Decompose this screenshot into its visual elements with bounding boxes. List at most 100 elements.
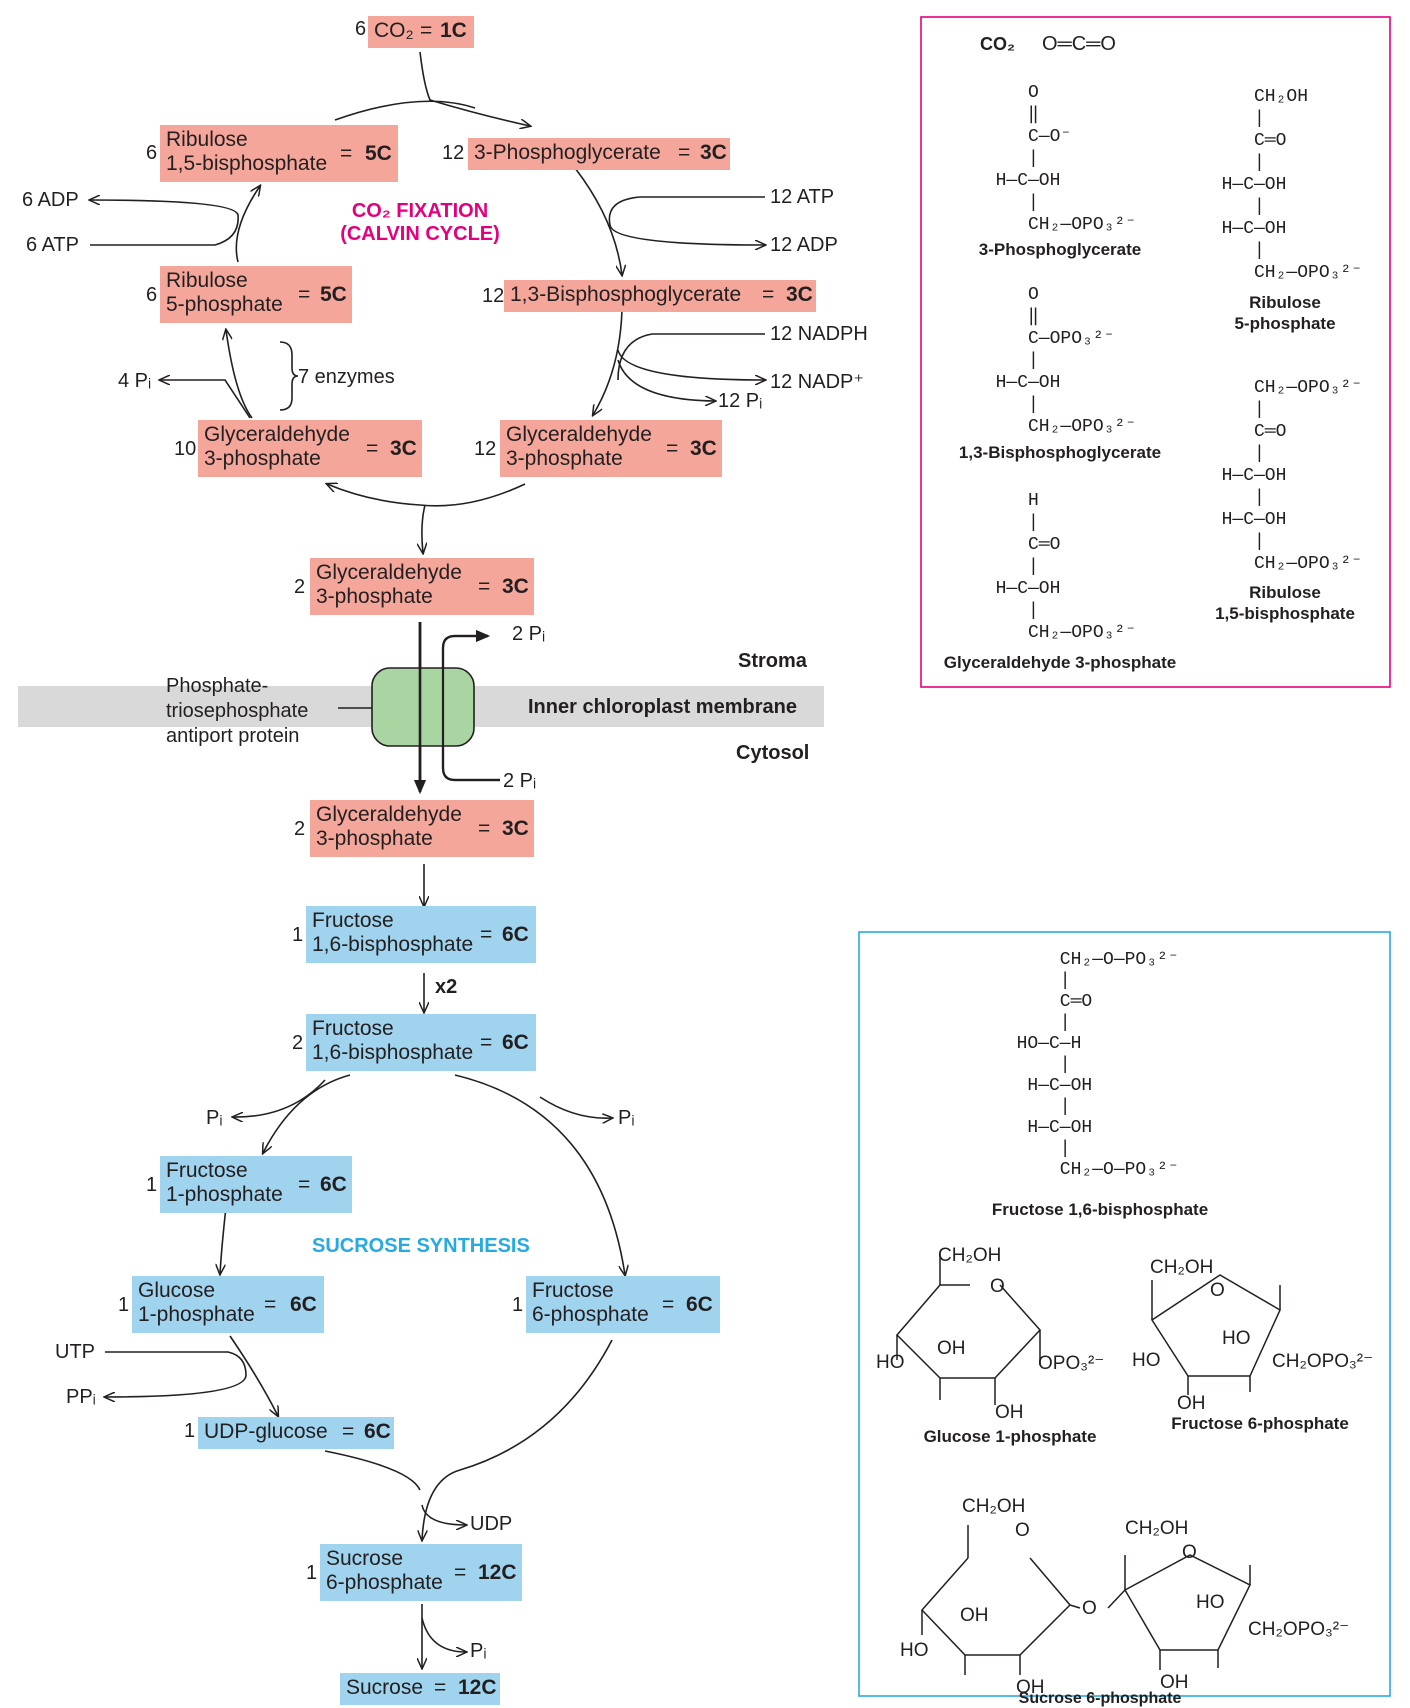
calvin-title-line1: CO₂ FIXATION xyxy=(351,200,489,222)
g3p-structure: H | C═O | H—C—OH | CH₂—OPO₃²⁻ xyxy=(995,491,1137,643)
g3p-struct-caption: Glyceraldehyde 3-phosphate xyxy=(943,653,1177,672)
f6p-oh3: OH xyxy=(1177,1393,1206,1414)
g3p-left-line1: Glyceraldehyde xyxy=(204,423,350,446)
g3p-stroma-line2: 3-phosphate xyxy=(316,585,433,608)
r5p-line1: Ribulose xyxy=(166,269,248,292)
antiport-protein xyxy=(371,667,475,747)
s6p-coef: 1 xyxy=(306,1562,318,1584)
s6p-bridge-o: O xyxy=(1082,1598,1097,1619)
co2-label: CO₂ xyxy=(374,19,414,42)
bpg-structure: O ‖ C—OPO₃²⁻ | H—C—OH | CH₂—OPO₃²⁻ xyxy=(995,285,1137,437)
pga-struct-caption: 3-Phosphoglycerate xyxy=(978,240,1142,259)
co2-carbon: 1C xyxy=(440,19,467,42)
pi-right-label: Pᵢ xyxy=(618,1107,635,1129)
nadp-label: 12 NADP⁺ xyxy=(770,371,864,393)
g3p-cytosol-line2: 3-phosphate xyxy=(316,827,433,850)
ppi-label: PPᵢ xyxy=(66,1386,96,1408)
g1p-ch2oh: CH₂OH xyxy=(938,1245,1002,1266)
pga-carbon: 3C xyxy=(700,141,727,164)
f6p-line2: 6-phosphate xyxy=(532,1303,649,1326)
sucrose-carbon: 12C xyxy=(458,1676,497,1699)
antiport-label: Phosphate- triosephosphate antiport prot… xyxy=(166,674,308,749)
rubp-coef: 6 xyxy=(146,142,158,164)
g3p-right-carbon: 3C xyxy=(690,437,717,460)
s6p-ho-fru: HO xyxy=(1196,1592,1225,1613)
f6p-box: Fructose 6-phosphate = 6C xyxy=(526,1276,720,1333)
r5p-carbon: 5C xyxy=(320,283,347,306)
udpg-box: UDP-glucose = 6C xyxy=(198,1417,394,1449)
udp-label: UDP xyxy=(470,1513,513,1535)
f1p-line1: Fructose xyxy=(166,1159,248,1182)
f6p-struct-caption: Fructose 6-phosphate xyxy=(1171,1414,1349,1433)
calvin-title-line2: (CALVIN CYCLE) xyxy=(340,223,500,245)
f6p-ho2: HO xyxy=(1132,1350,1161,1371)
bpg-carbon: 3C xyxy=(786,283,813,306)
udpg-name: UDP-glucose xyxy=(204,1420,328,1443)
f16bp2-box: Fructose 1,6-bisphosphate = 6C xyxy=(306,1014,536,1071)
bpg-coef: 12 xyxy=(482,285,505,307)
g3p-stroma-line1: Glyceraldehyde xyxy=(316,561,462,584)
f16bp2-line2: 1,6-bisphosphate xyxy=(312,1041,474,1064)
g3p-left-line2: 3-phosphate xyxy=(204,447,321,470)
rubp-line1: Ribulose xyxy=(166,128,248,151)
s6p-oh-glc3: OH xyxy=(960,1605,989,1626)
bpg-name: 1,3-Bisphosphoglycerate xyxy=(510,283,742,306)
rubp-caption-line1: Ribulose xyxy=(1249,583,1321,602)
antiport-line1: Phosphate- xyxy=(166,675,269,697)
rubp-structure: CH₂—OPO₃²⁻ | C═O | H—C—OH | H—C—OH | CH₂… xyxy=(1221,378,1363,574)
f6p-coef: 1 xyxy=(512,1294,524,1316)
r5p-caption-line1: Ribulose xyxy=(1249,293,1321,312)
f6p-carbon: 6C xyxy=(686,1293,713,1316)
f6p-ring-o: O xyxy=(1210,1280,1225,1301)
s6p-ring-o-glc: O xyxy=(1015,1520,1030,1541)
structure-panel-top xyxy=(920,16,1391,688)
pi-left-label: Pᵢ xyxy=(206,1107,223,1129)
g3p-right-line1: Glyceraldehyde xyxy=(506,423,652,446)
f16bp1-line1: Fructose xyxy=(312,909,394,932)
f16bp2-carbon: 6C xyxy=(502,1031,529,1054)
g1p-carbon: 6C xyxy=(290,1293,317,1316)
pga-box: 3-Phosphoglycerate = 3C xyxy=(468,138,730,170)
g3p-right-box: Glyceraldehyde 3-phosphate = 3C xyxy=(500,420,722,477)
g1p-ho: HO xyxy=(876,1352,905,1373)
f6p-ch2oh: CH₂OH xyxy=(1150,1257,1214,1278)
rubp-line2: 1,5-bisphosphate xyxy=(166,152,328,175)
sucrose-name: Sucrose xyxy=(346,1676,424,1699)
antiport-line3: antiport protein xyxy=(166,725,300,747)
g3p-stroma-carbon: 3C xyxy=(502,575,529,598)
s6p-ch2opo3: CH₂OPO₃²⁻ xyxy=(1248,1619,1350,1640)
nadph-label: 12 NADPH xyxy=(770,323,868,345)
r5p-coef: 6 xyxy=(146,284,158,306)
s6p-ring-o-fru: O xyxy=(1182,1542,1197,1563)
membrane-label: Inner chloroplast membrane xyxy=(528,696,797,718)
f16bp1-box: Fructose 1,6-bisphosphate = 6C xyxy=(306,906,536,963)
f16bp-structure: CH₂—O—PO₃²⁻ | C═O | HO—C—H | H—C—OH | H—… xyxy=(1016,950,1179,1180)
udpg-coef: 1 xyxy=(184,1420,196,1442)
bpg-box: 1,3-Bisphosphoglycerate = 3C xyxy=(504,280,816,312)
r5p-struct-caption: Ribulose 5-phosphate xyxy=(1200,292,1370,334)
pga-coef: 12 xyxy=(442,142,465,164)
atp6-label: 6 ATP xyxy=(26,234,79,256)
g3p-stroma-box: Glyceraldehyde 3-phosphate = 3C xyxy=(310,558,534,615)
sucrose-title: SUCROSE SYNTHESIS xyxy=(312,1235,530,1257)
g3p-left-box: Glyceraldehyde 3-phosphate = 3C xyxy=(198,420,422,477)
pga-name: 3-Phosphoglycerate xyxy=(474,141,661,164)
g1p-box: Glucose 1-phosphate = 6C xyxy=(132,1276,324,1333)
g3p-left-carbon: 3C xyxy=(390,437,417,460)
r5p-structure: CH₂OH | C═O | H—C—OH | H—C—OH | CH₂—OPO₃… xyxy=(1221,87,1363,283)
co2-struct-name: CO₂ xyxy=(980,34,1015,54)
g3p-right-line2: 3-phosphate xyxy=(506,447,623,470)
stroma-label: Stroma xyxy=(738,650,807,672)
antiport-line2: triosephosphate xyxy=(166,700,309,722)
structure-panel-bottom xyxy=(858,931,1391,1697)
s6p-ch2oh-fru: CH₂OH xyxy=(1125,1518,1189,1539)
pi-top-label: 2 Pᵢ xyxy=(512,623,546,645)
f6p-ch2opo3: CH₂OPO₃²⁻ xyxy=(1272,1351,1374,1372)
f1p-line2: 1-phosphate xyxy=(166,1183,283,1206)
calvin-title: CO₂ FIXATION (CALVIN CYCLE) xyxy=(335,200,505,246)
udpg-carbon: 6C xyxy=(364,1420,391,1443)
r5p-caption-line2: 5-phosphate xyxy=(1234,314,1336,333)
x2-label: x2 xyxy=(435,976,458,998)
g3p-stroma-coef: 2 xyxy=(294,576,306,598)
